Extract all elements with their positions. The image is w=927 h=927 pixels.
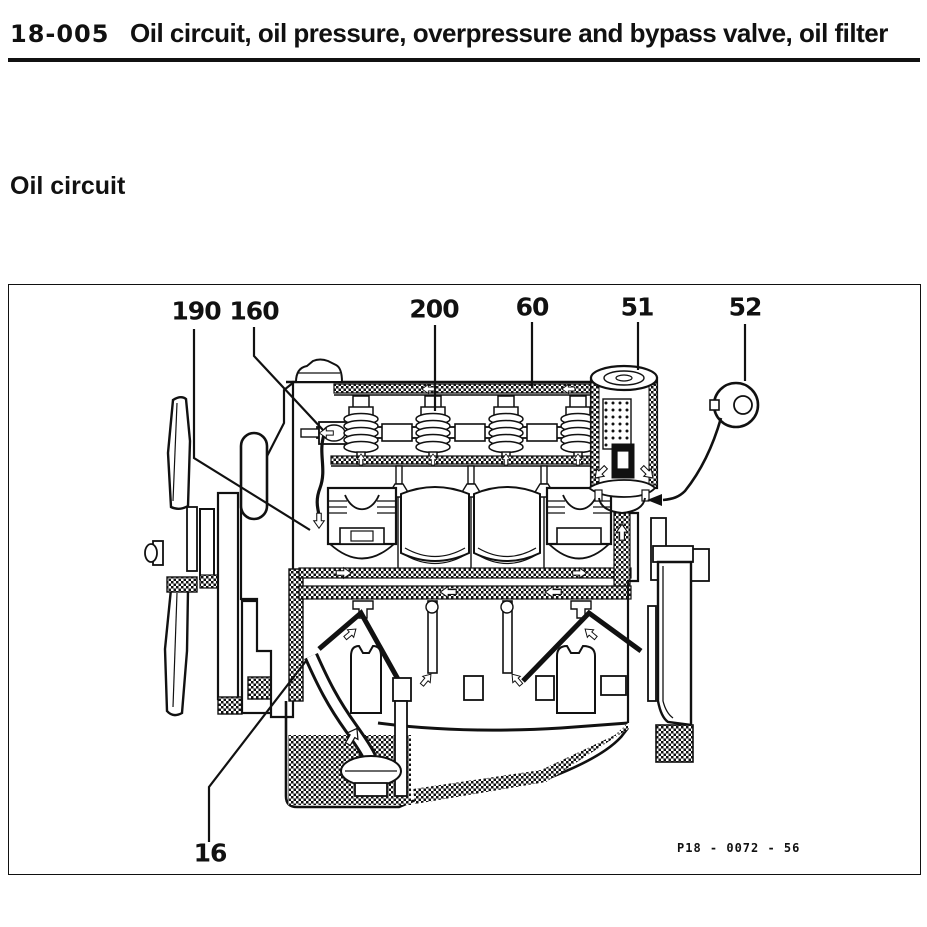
rocker-shaft-and-valve-springs: [300, 395, 604, 516]
page-title: Oil circuit, oil pressure, overpressure …: [130, 18, 888, 48]
callout-160: 160: [229, 296, 279, 326]
callout-16: 16: [193, 838, 228, 868]
callout-200: 200: [409, 294, 459, 324]
flywheel: [647, 545, 694, 763]
oil-filter: [587, 364, 659, 515]
engine-oil-circuit-illustration: [144, 322, 760, 842]
callout-51: 51: [620, 292, 655, 322]
bypass-valve-cap: [647, 381, 760, 506]
oil-pan: [284, 652, 630, 809]
callout-60: 60: [515, 292, 550, 322]
callout-190: 190: [171, 296, 221, 326]
subheading: Oil circuit: [10, 172, 126, 200]
figure-code: P18 - 0072 - 56: [677, 841, 801, 855]
fan-and-pulleys: [144, 396, 274, 717]
crankcase: [317, 511, 710, 732]
header-rule: [8, 58, 920, 62]
callout-leader-lines: [192, 322, 747, 842]
section-number: 18-005: [10, 20, 110, 48]
engine-front-cover: [239, 380, 304, 719]
valve-cover-and-head: [286, 358, 593, 396]
cylinders-and-pistons: [326, 465, 613, 568]
callout-52: 52: [728, 292, 763, 322]
figure-oil-circuit: 190 160 200 60 51 52 16 P18 - 0072 - 56: [8, 284, 921, 875]
